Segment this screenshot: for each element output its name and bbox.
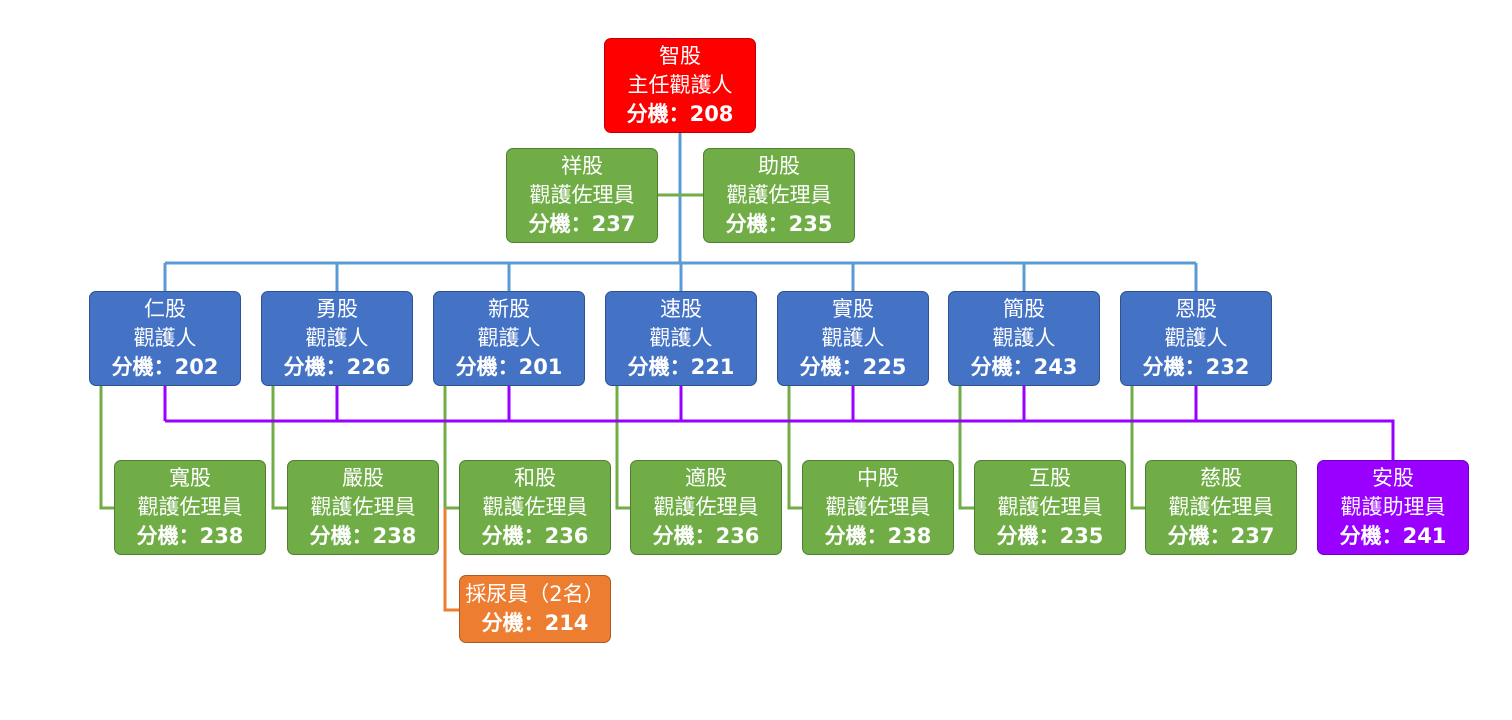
assistant-link-line	[787, 386, 802, 510]
assistant-ext: 分機：238	[824, 524, 932, 548]
guardian-ext: 分機：221	[627, 355, 735, 379]
assistant-node: 適股 觀護佐理員 分機：236	[630, 460, 782, 555]
guardian-ext: 分機：232	[1142, 355, 1250, 379]
assistant-role: 觀護佐理員	[653, 495, 759, 519]
guardian-node: 仁股 觀護人 分機：202	[89, 291, 241, 386]
urine-role: 採尿員（2名）	[465, 582, 605, 606]
guardian-name: 恩股	[1175, 297, 1217, 321]
guardian-node: 速股 觀護人 分機：221	[605, 291, 757, 386]
assistant-role: 觀護佐理員	[482, 495, 588, 519]
urine-collector-node: 採尿員（2名） 分機：214	[459, 575, 611, 643]
deputy-node: 祥股 觀護佐理員 分機：237	[506, 148, 658, 243]
assistant-role: 觀護佐理員	[1168, 495, 1274, 519]
assistant-role: 觀護佐理員	[137, 495, 243, 519]
assistant-name: 寬股	[169, 466, 211, 490]
guardian-node: 恩股 觀護人 分機：232	[1120, 291, 1272, 386]
head-ext: 分機：208	[626, 102, 734, 126]
aide-ext: 分機：241	[1339, 524, 1447, 548]
assistant-link-line	[99, 386, 114, 510]
guardian-ext: 分機：202	[111, 355, 219, 379]
deputy-node: 助股 觀護佐理員 分機：235	[703, 148, 855, 243]
deputy-ext: 分機：235	[725, 212, 833, 236]
assistant-name: 中股	[857, 466, 899, 490]
assistant-node: 慈股 觀護佐理員 分機：237	[1145, 460, 1297, 555]
assistant-node: 嚴股 觀護佐理員 分機：238	[287, 460, 439, 555]
guardian-node: 勇股 觀護人 分機：226	[261, 291, 413, 386]
assistant-ext: 分機：237	[1167, 524, 1275, 548]
assistant-ext: 分機：238	[136, 524, 244, 548]
deputy-ext: 分機：237	[528, 212, 636, 236]
assistant-link-line	[615, 386, 630, 510]
deputy-name: 祥股	[561, 154, 603, 178]
assistant-node: 寬股 觀護佐理員 分機：238	[114, 460, 266, 555]
assistant-role: 觀護佐理員	[310, 495, 416, 519]
aide-name: 安股	[1372, 466, 1414, 490]
guardian-name: 簡股	[1003, 297, 1045, 321]
assistant-node: 和股 觀護佐理員 分機：236	[459, 460, 611, 555]
assistant-name: 適股	[685, 466, 727, 490]
guardian-ext: 分機：226	[283, 355, 391, 379]
guardian-name: 實股	[832, 297, 874, 321]
assistant-ext: 分機：236	[652, 524, 760, 548]
assistant-node: 中股 觀護佐理員 分機：238	[802, 460, 954, 555]
guardian-node: 新股 觀護人 分機：201	[433, 291, 585, 386]
assistant-link-line	[443, 386, 459, 510]
assistant-ext: 分機：235	[996, 524, 1104, 548]
guardian-node: 實股 觀護人 分機：225	[777, 291, 929, 386]
urine-link-line	[443, 508, 459, 612]
guardian-name: 仁股	[144, 297, 186, 321]
assistant-link-line	[271, 386, 287, 510]
deputy-role: 觀護佐理員	[529, 183, 635, 207]
guardian-name: 速股	[660, 297, 702, 321]
assistant-ext: 分機：236	[481, 524, 589, 548]
assistant-ext: 分機：238	[309, 524, 417, 548]
guardian-role: 觀護人	[133, 326, 197, 350]
guardian-role: 觀護人	[821, 326, 885, 350]
guardian-name: 勇股	[316, 297, 358, 321]
assistant-name: 慈股	[1200, 466, 1242, 490]
deputy-role: 觀護佐理員	[726, 183, 832, 207]
assistant-name: 嚴股	[342, 466, 384, 490]
head-node: 智股 主任觀護人 分機：208	[604, 38, 756, 133]
assistant-role: 觀護佐理員	[825, 495, 931, 519]
assistant-role: 觀護佐理員	[997, 495, 1103, 519]
guardian-name: 新股	[488, 297, 530, 321]
guardian-ext: 分機：201	[455, 355, 563, 379]
head-role: 主任觀護人	[627, 73, 733, 97]
guardian-role: 觀護人	[477, 326, 541, 350]
guardian-ext: 分機：225	[799, 355, 907, 379]
guardian-ext: 分機：243	[970, 355, 1078, 379]
head-name: 智股	[659, 44, 701, 68]
assistant-link-line	[958, 386, 974, 510]
assistant-node: 互股 觀護佐理員 分機：235	[974, 460, 1126, 555]
deputy-name: 助股	[758, 154, 800, 178]
guardian-role: 觀護人	[305, 326, 369, 350]
urine-ext: 分機：214	[481, 611, 589, 635]
assistant-link-line	[1130, 386, 1145, 510]
assistant-name: 和股	[514, 466, 556, 490]
guardian-node: 簡股 觀護人 分機：243	[948, 291, 1100, 386]
guardian-role: 觀護人	[1164, 326, 1228, 350]
aide-node: 安股 觀護助理員 分機：241	[1317, 460, 1469, 555]
assistant-name: 互股	[1029, 466, 1071, 490]
guardian-role: 觀護人	[992, 326, 1056, 350]
aide-role: 觀護助理員	[1340, 495, 1446, 519]
guardian-role: 觀護人	[649, 326, 713, 350]
aide-bus-line	[165, 419, 1395, 460]
